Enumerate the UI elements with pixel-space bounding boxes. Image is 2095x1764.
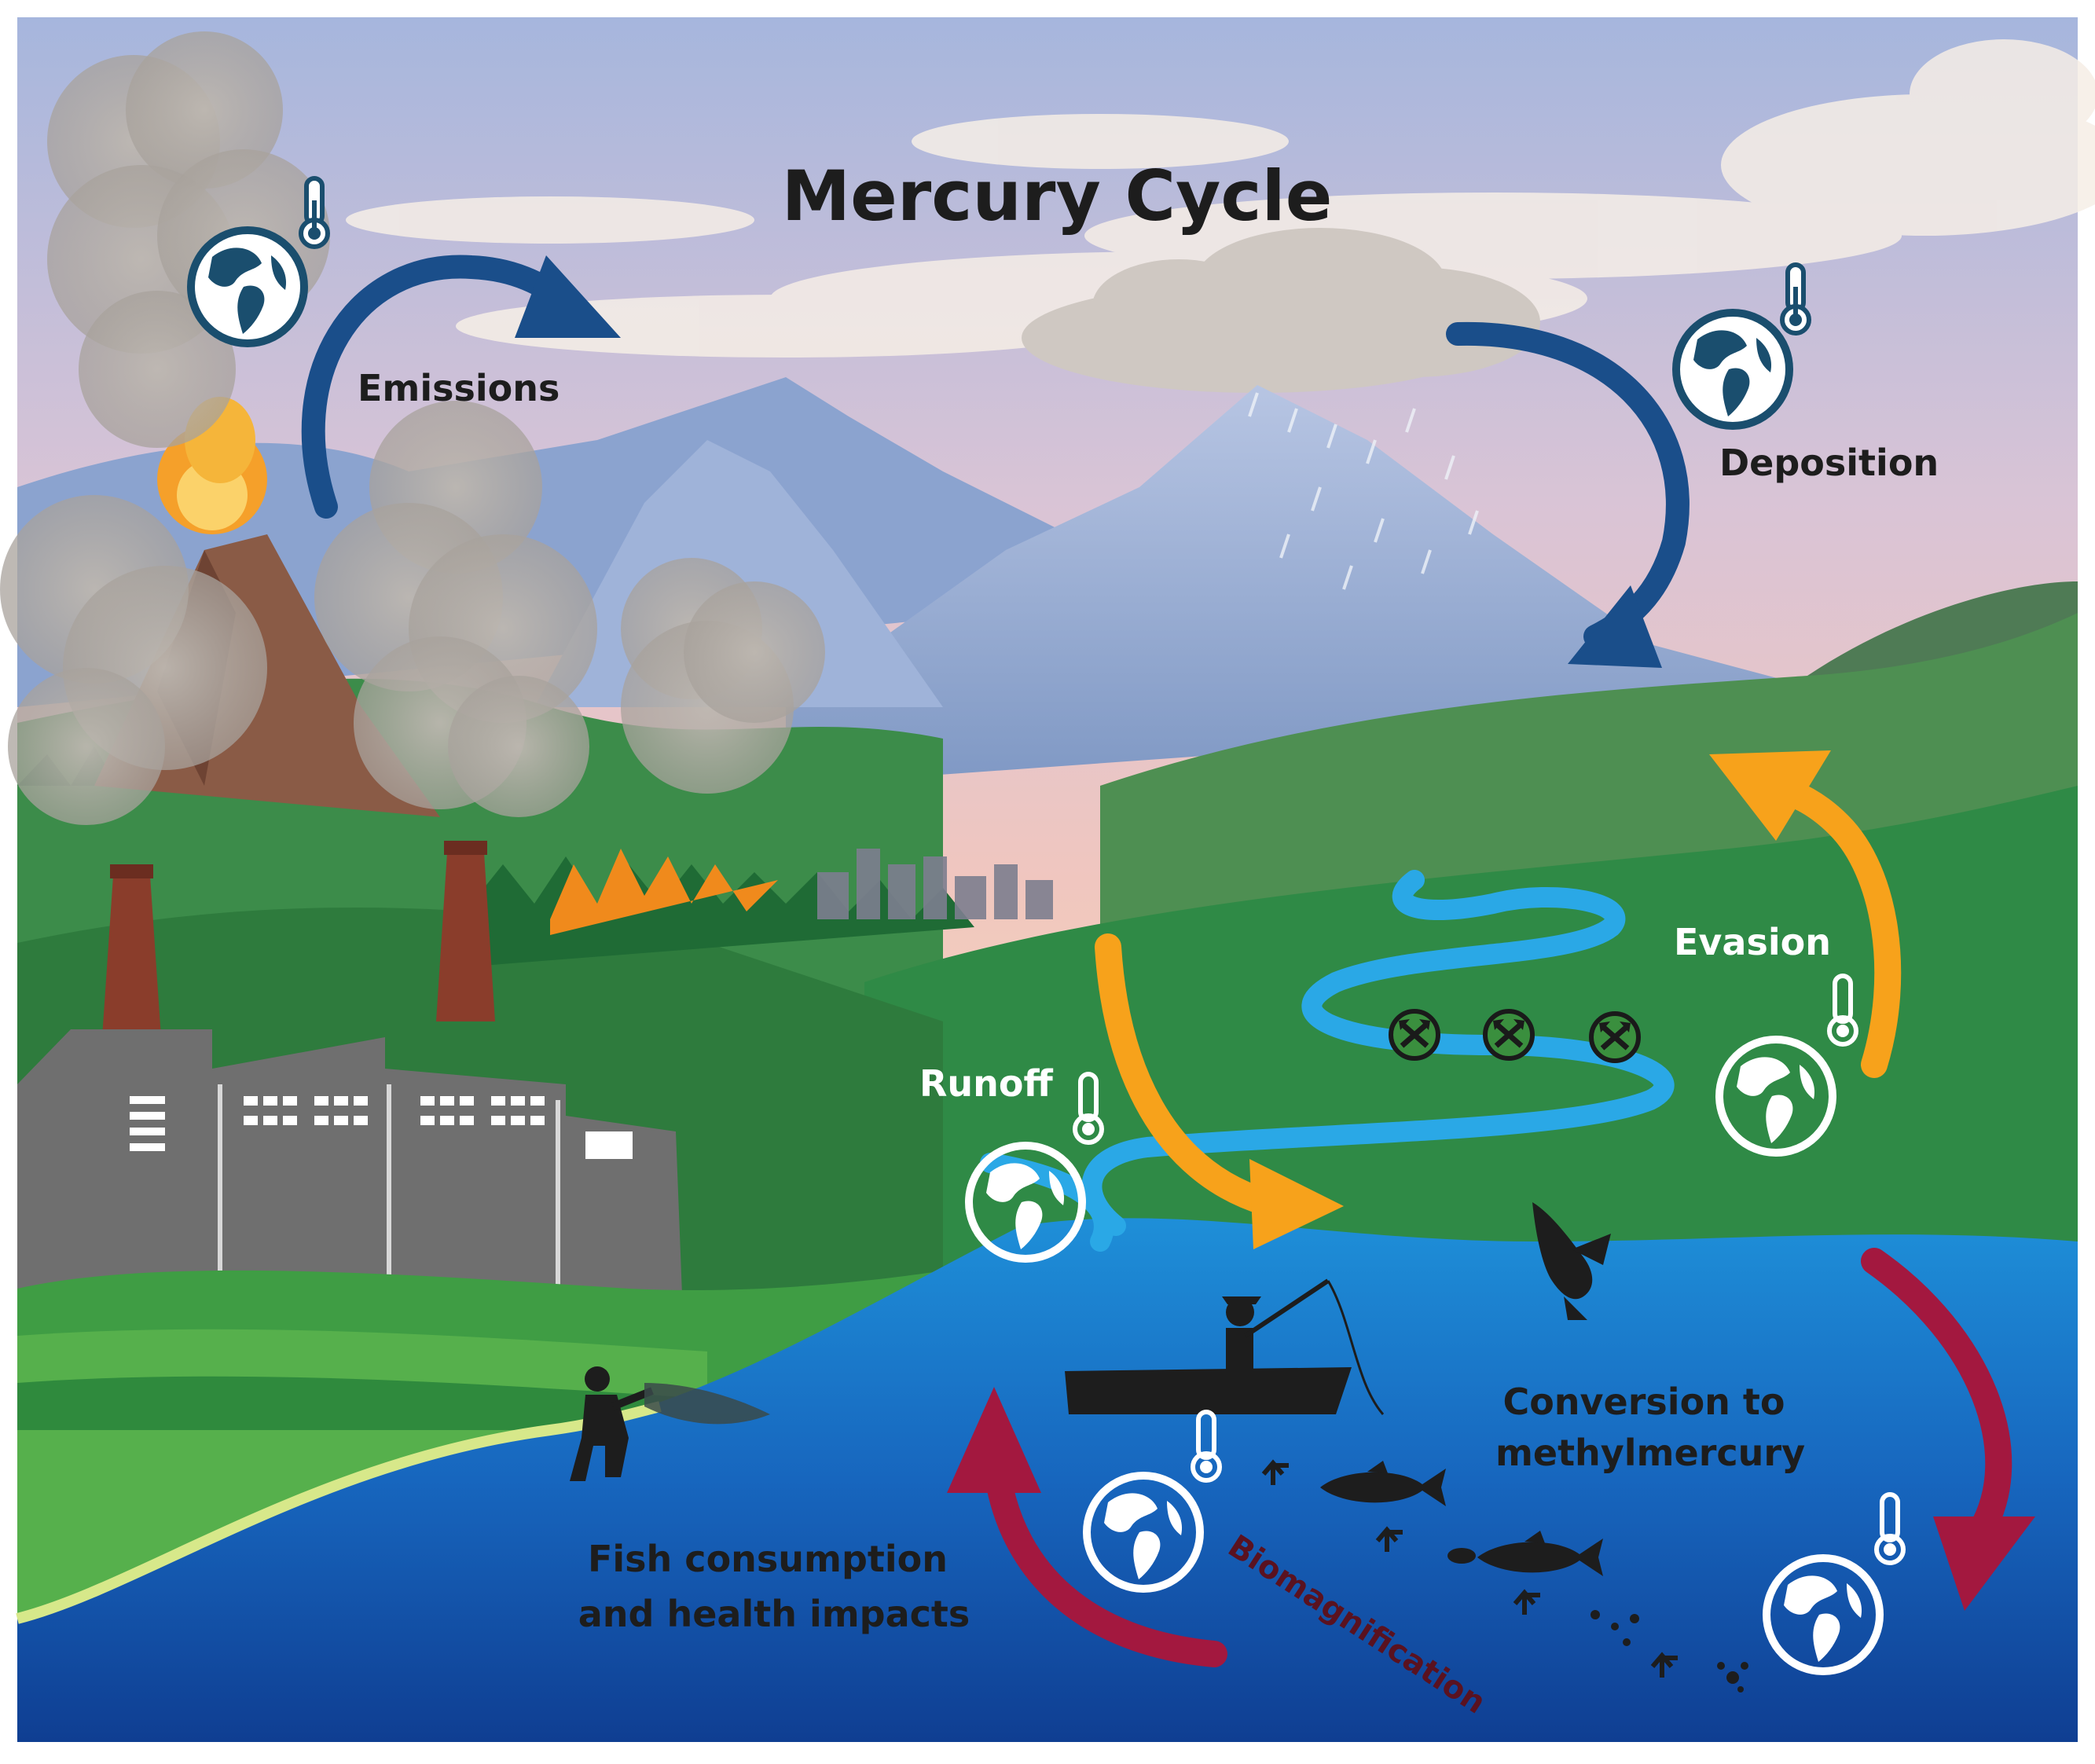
food-chain-organisms: [1447, 1548, 1748, 1692]
runoff-arrowhead: [1249, 1159, 1344, 1249]
eagle-icon: [1532, 1202, 1611, 1320]
globe-thermometer-icon: [1715, 974, 1858, 1157]
label-conversion: Conversion to methylmercury: [1495, 1381, 1805, 1474]
methylmercury-arrow: [1861, 1248, 2012, 1546]
label-conversion-line2: methylmercury: [1495, 1432, 1805, 1474]
globe-thermometer-icon: [1083, 1410, 1222, 1593]
label-fish-line2: and health impacts: [578, 1593, 970, 1635]
forest-fire: [550, 849, 778, 935]
label-runoff: Runoff: [919, 1062, 1054, 1105]
deposition-arrowhead: [1568, 585, 1662, 668]
emissions-arrow: [301, 255, 578, 519]
mining-pick-icon: [1391, 1011, 1438, 1058]
lake: [17, 1218, 2078, 1742]
smokestacks: [102, 841, 495, 1037]
label-evasion: Evasion: [1674, 921, 1831, 963]
evasion-arrowhead: [1709, 750, 1831, 841]
label-emissions: Emissions: [358, 367, 560, 409]
factory: [17, 1029, 684, 1336]
river: [1081, 870, 1675, 1236]
diagram-title: Mercury Cycle: [782, 156, 1333, 237]
emissions-arrowhead: [515, 255, 621, 338]
mining-pick-icon: [1591, 1014, 1638, 1061]
fish-consumption-arrow: [985, 1464, 1227, 1667]
mining-pick-icon: [1485, 1011, 1532, 1058]
methylmercury-arrowhead: [1933, 1516, 2035, 1611]
fisherman-boat-icon: [1065, 1278, 1385, 1415]
biomagnification-arrows: [1261, 1459, 1678, 1678]
label-fish-line1: Fish consumption: [588, 1538, 948, 1580]
rain: [1248, 392, 1479, 590]
city-skyline: [817, 849, 1053, 919]
globe-thermometer-icon: [965, 1072, 1104, 1263]
fish-consumption-arrowhead: [947, 1387, 1041, 1493]
label-fish-consumption: Fish consumption and health impacts: [578, 1538, 970, 1635]
label-conversion-line1: Conversion to: [1502, 1381, 1785, 1423]
person-net-icon: [570, 1366, 770, 1481]
label-deposition: Deposition: [1719, 442, 1939, 484]
runoff-arrow: [1095, 933, 1279, 1216]
rain-cloud: [1022, 228, 1540, 393]
smoke-plumes: [0, 31, 825, 825]
globe-thermometer-icon: [1763, 1492, 1906, 1675]
